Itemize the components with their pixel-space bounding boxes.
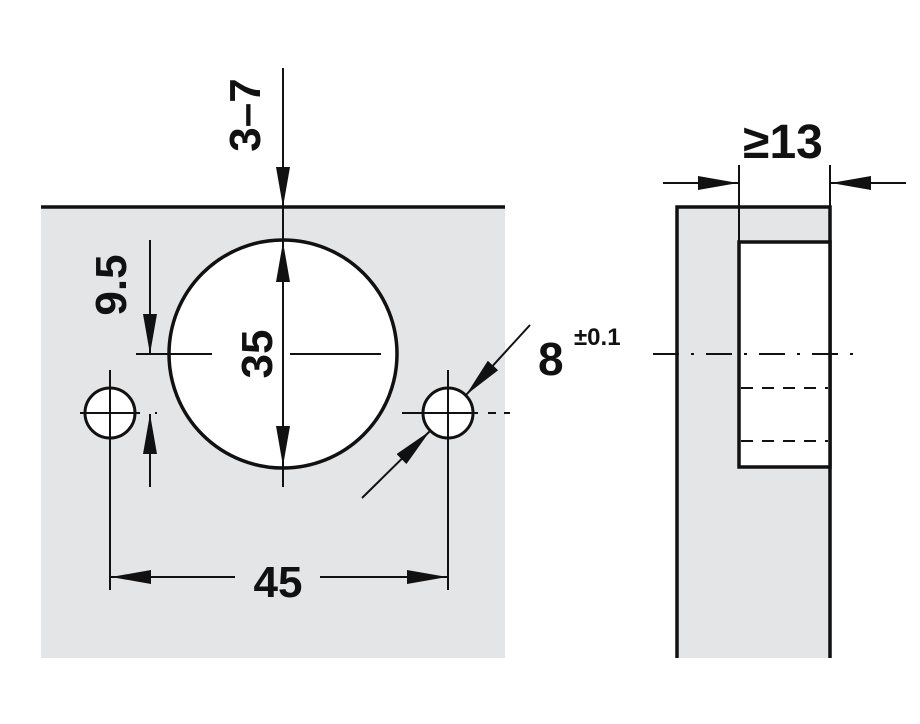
pilot-diameter-arrow-bottom: [361, 430, 431, 499]
side-view: ≥13: [653, 116, 906, 658]
screw-spacing-label: 45: [254, 558, 303, 607]
front-view: 35 3–7 9.5 45 8 ±0.1: [41, 68, 621, 658]
edge-distance-label: 3–7: [221, 78, 270, 151]
cup-diameter-label: 35: [233, 330, 282, 379]
pilot-tolerance-label: ±0.1: [574, 324, 621, 351]
pilot-diameter-label: 8: [538, 333, 564, 385]
pilot-diameter-arrow-top: [465, 324, 531, 396]
min-thickness-label: ≥13: [743, 116, 823, 169]
hole-offset-label: 9.5: [87, 254, 136, 315]
